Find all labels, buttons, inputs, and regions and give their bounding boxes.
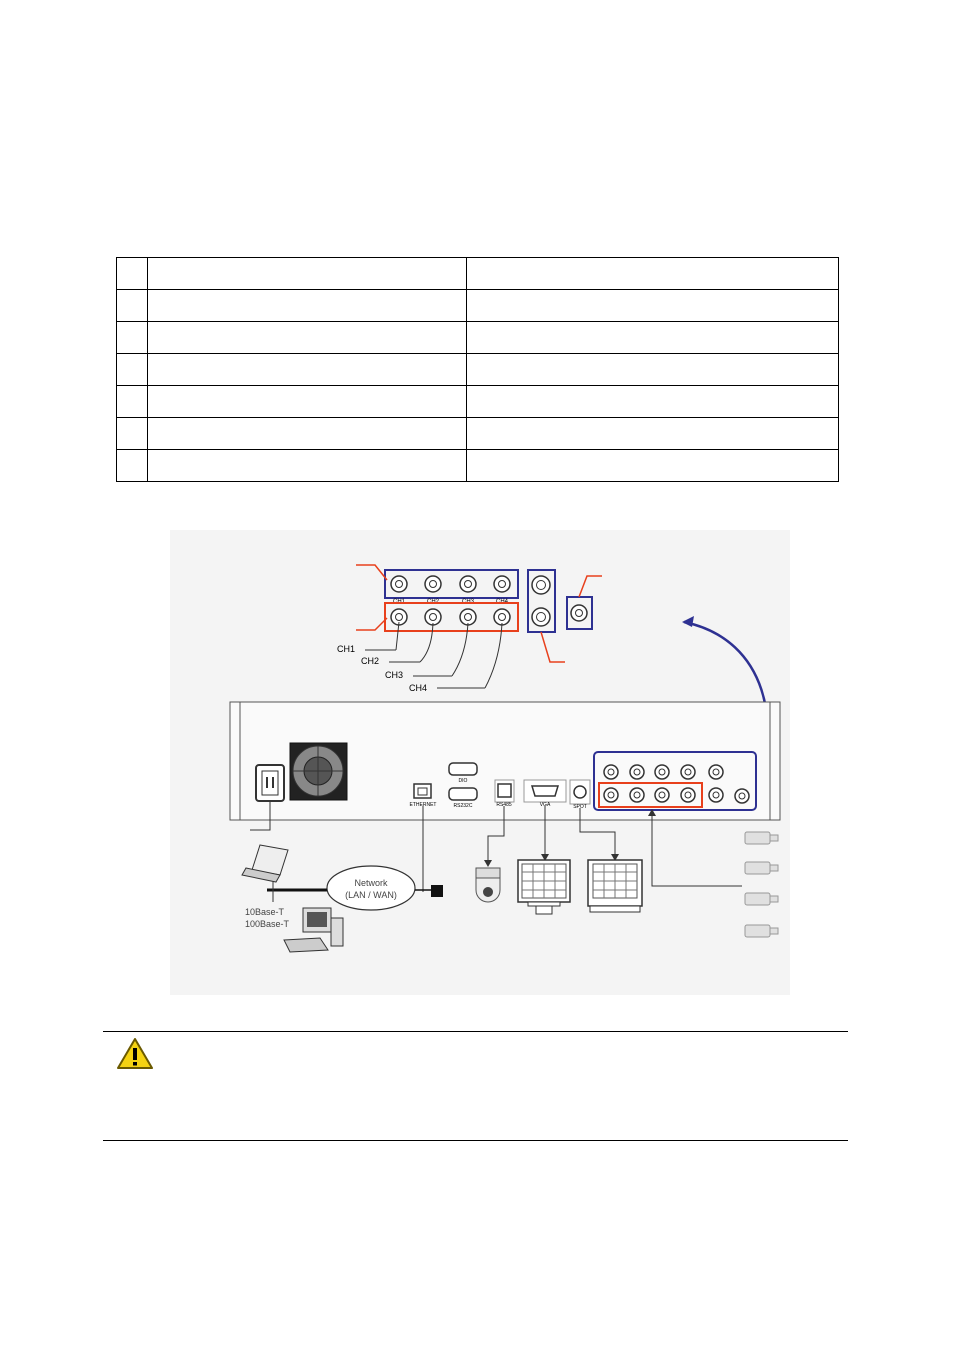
table-cell-col2 (466, 417, 839, 450)
loop-ch3-label: CH3 (385, 670, 403, 680)
table-row (116, 353, 839, 386)
table-cell-col1 (147, 449, 467, 482)
rear-panel-connection-diagram: CH1 CH2 CH3 CH4 CH1 CH2 CH3 CH4 DIO (170, 530, 790, 995)
network-line1: Network (354, 878, 388, 888)
rs485-cable (487, 806, 505, 864)
loop-ch4-label: CH4 (409, 683, 427, 693)
table-cell-col1 (147, 289, 467, 322)
lan-speed-100: 100Base-T (245, 919, 290, 929)
rear-bnc-input-row (603, 787, 724, 803)
dio-label: DIO (459, 778, 468, 784)
camera-icons (744, 831, 779, 938)
warning-top-rule (103, 1031, 848, 1032)
network-jack (431, 885, 443, 897)
connector-table (116, 257, 839, 482)
input-leader-line (356, 617, 388, 631)
top-bnc-row (390, 575, 511, 593)
table-row (116, 449, 839, 482)
desktop-icon (283, 907, 344, 953)
loop-ch1-label: CH1 (337, 644, 355, 654)
dio-port (448, 762, 478, 776)
top-leader-line (356, 564, 388, 581)
table-cell-num (116, 385, 148, 418)
table-cell-col2 (466, 353, 839, 386)
ptz-camera-icon (475, 867, 501, 903)
table-cell-col2 (466, 321, 839, 354)
vga-monitor-icon (517, 859, 571, 915)
vga-label: VGA (540, 802, 551, 808)
laptop-icon (241, 844, 289, 883)
rear-input-box (598, 782, 703, 808)
table-cell-num (116, 449, 148, 482)
spot-cable (579, 808, 616, 857)
table-row (116, 385, 839, 418)
table-cell-col2 (466, 385, 839, 418)
network-line2: (LAN / WAN) (345, 890, 397, 900)
table-cell-col1 (147, 385, 467, 418)
table-cell-col1 (147, 321, 467, 354)
table-cell-num (116, 353, 148, 386)
network-ellipse (326, 865, 416, 911)
rs232c-label: RS232C (454, 803, 473, 809)
rs485-label: RS485 (496, 802, 512, 808)
table-cell-num (116, 257, 148, 290)
warning-icon (117, 1038, 153, 1069)
warning-bottom-rule (103, 1140, 848, 1141)
spot-leader-line (578, 575, 602, 598)
rear-bnc-block (593, 751, 757, 811)
lan-speed-10: 10Base-T (245, 907, 285, 917)
input-bnc-row (390, 608, 511, 626)
rear-bnc-top-row (603, 764, 750, 804)
table-row (116, 417, 839, 450)
table-cell-num (116, 289, 148, 322)
table-cell-col1 (147, 417, 467, 450)
power-leader-line (250, 801, 271, 831)
table-cell-col1 (147, 257, 467, 290)
spot-monitor-icon (587, 859, 643, 913)
spot-label: SPOT (573, 804, 587, 810)
table-cell-col1 (147, 353, 467, 386)
video-in-box (384, 602, 519, 632)
table-cell-col2 (466, 449, 839, 482)
audio-leader-line (540, 631, 565, 663)
rs232c-port (448, 787, 478, 801)
table-row (116, 321, 839, 354)
video-out-box (384, 569, 519, 599)
table-row (116, 289, 839, 322)
table-cell-num (116, 321, 148, 354)
loop-ch2-label: CH2 (361, 656, 379, 666)
camera-cable (651, 810, 742, 887)
ethernet-label: ETHERNET (410, 802, 437, 808)
table-cell-num (116, 417, 148, 450)
table-cell-col2 (466, 289, 839, 322)
table-cell-col2 (466, 257, 839, 290)
table-row (116, 257, 839, 290)
